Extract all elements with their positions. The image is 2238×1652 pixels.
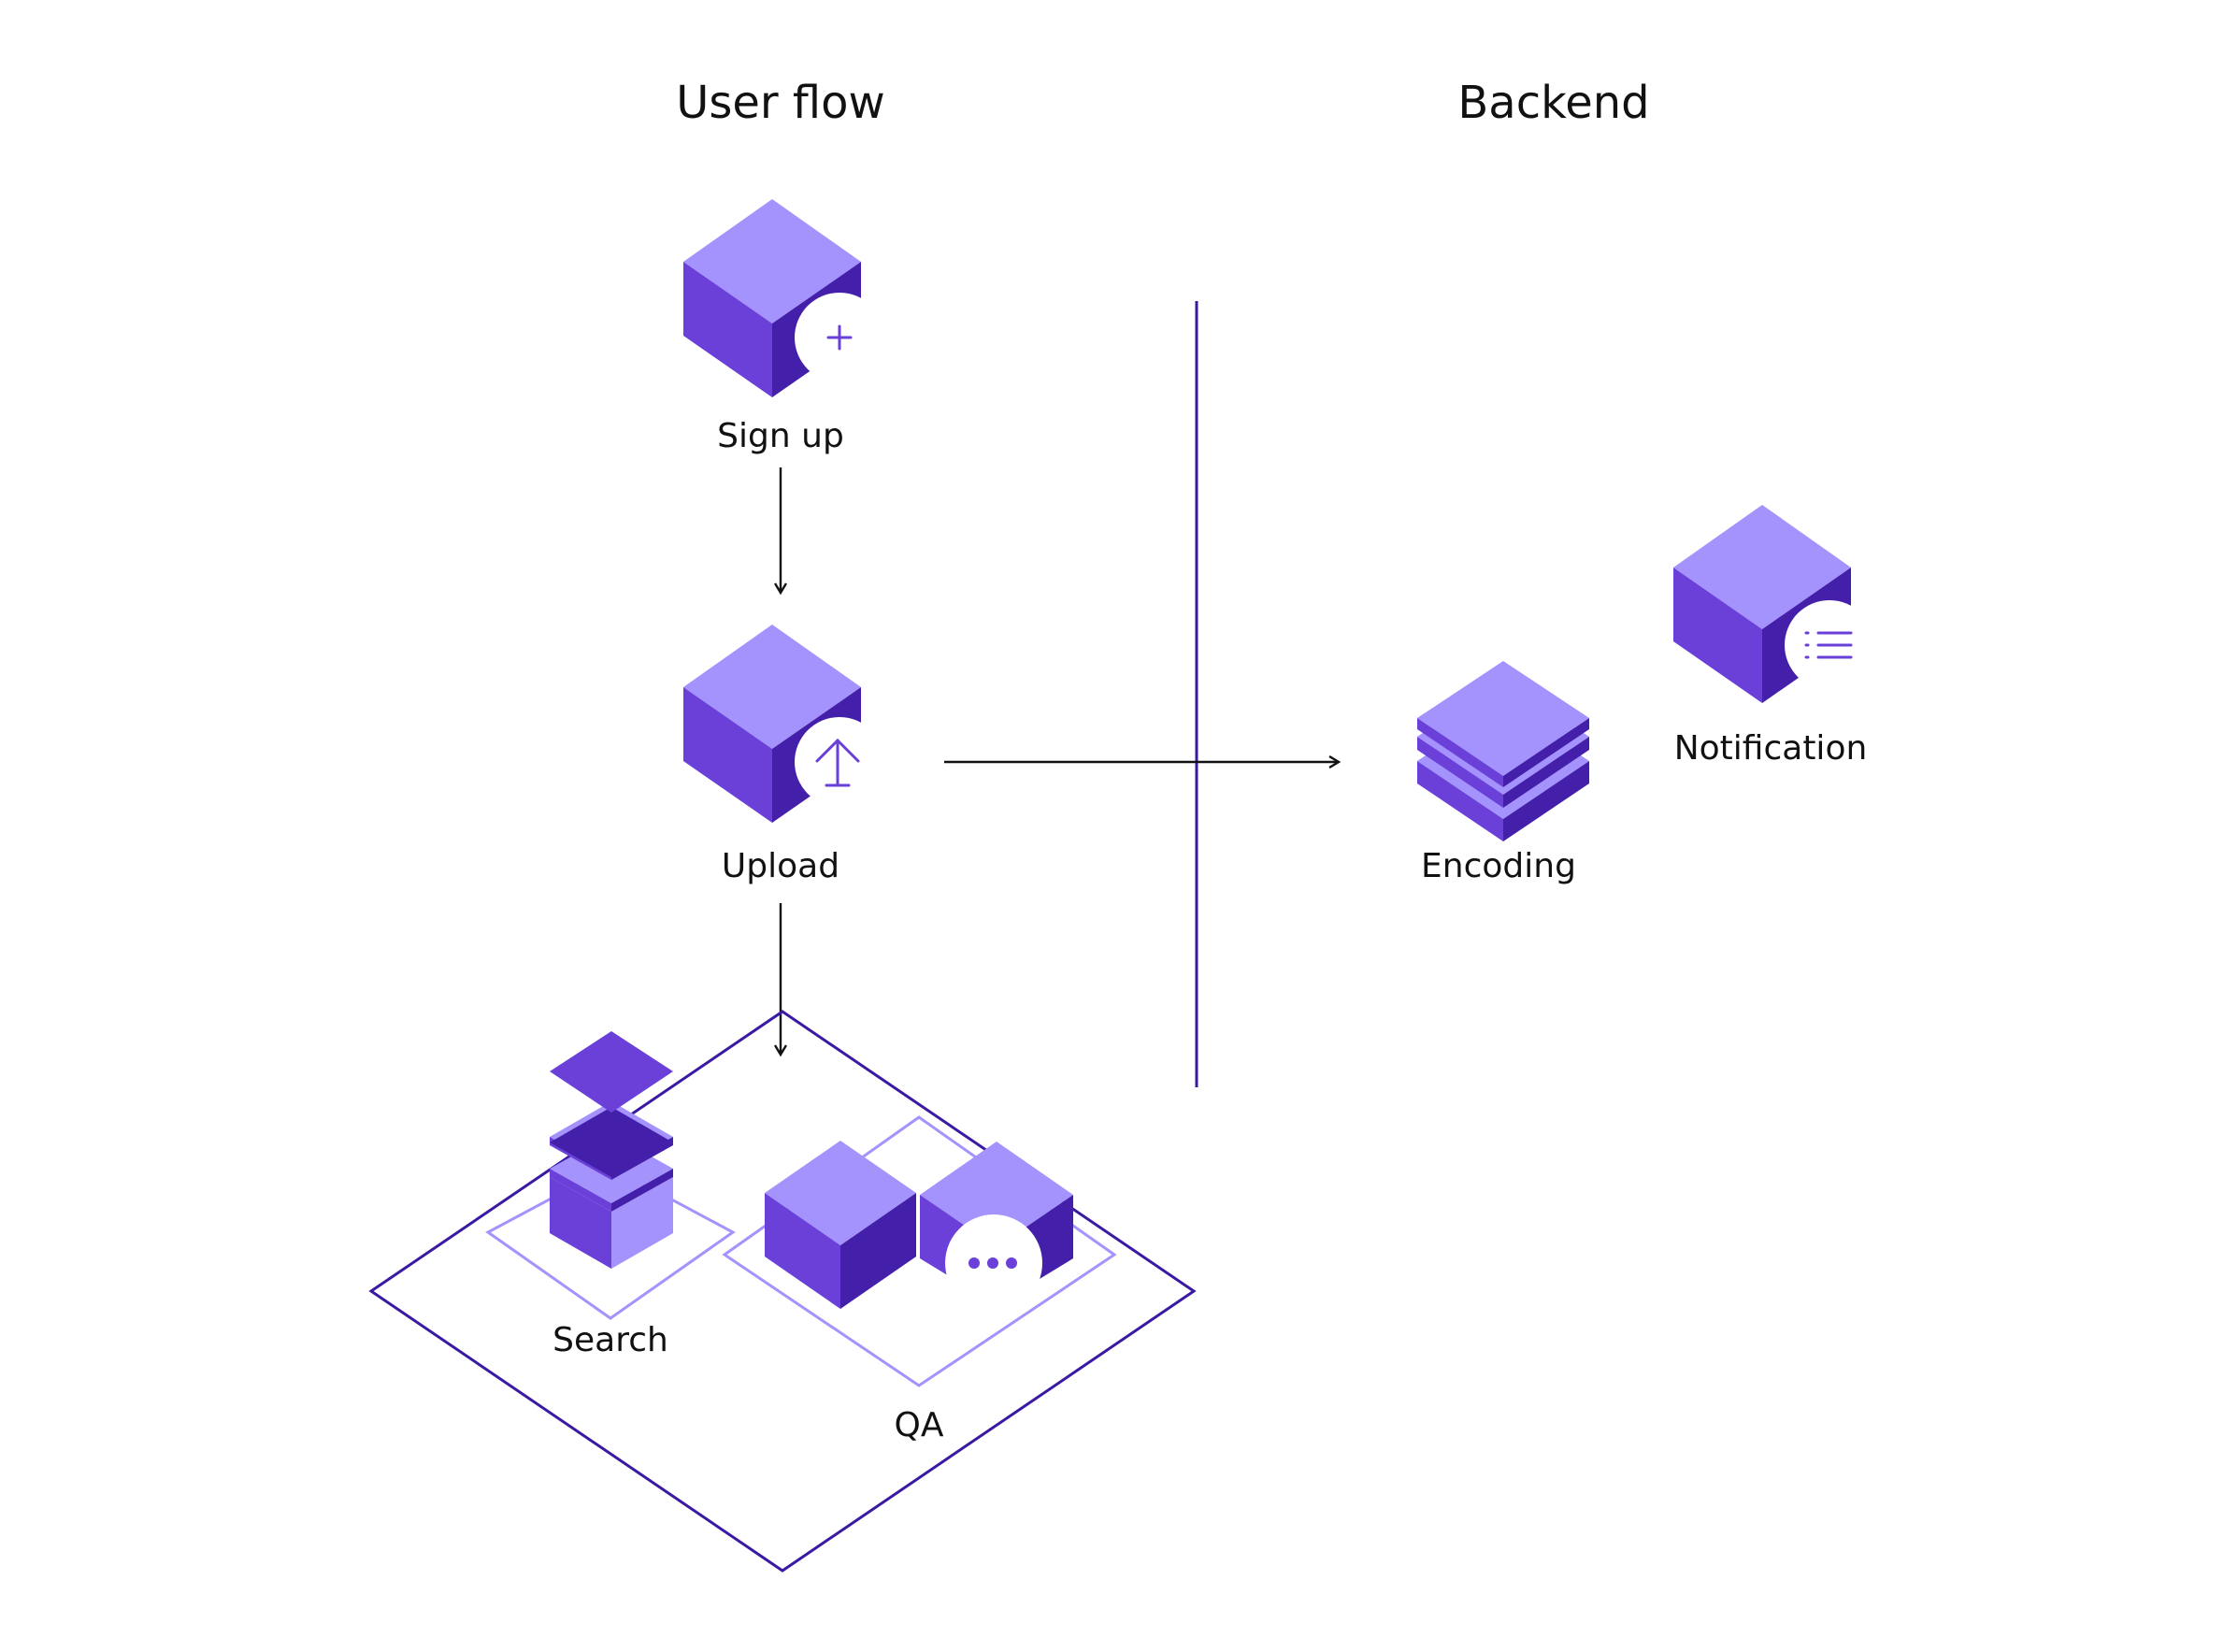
platform-outline bbox=[368, 1010, 1197, 1573]
qa-label: QA bbox=[895, 1406, 944, 1444]
search-node[interactable]: Search bbox=[485, 1031, 736, 1359]
chat-ellipsis-icon bbox=[968, 1257, 1017, 1269]
sign-up-node[interactable]: Sign up bbox=[683, 199, 884, 455]
plus-icon bbox=[826, 324, 853, 351]
upload-badge bbox=[795, 717, 884, 807]
qa-node[interactable]: QA bbox=[722, 1115, 1117, 1444]
layered-stack-icon bbox=[550, 1031, 673, 1269]
encoding-label: Encoding bbox=[1421, 847, 1576, 885]
user-flow-title: User flow bbox=[676, 77, 885, 129]
notification-label: Notification bbox=[1674, 729, 1868, 768]
upload-arrow-icon bbox=[815, 738, 860, 787]
qa-cube-left bbox=[765, 1141, 916, 1309]
layers-icon bbox=[1417, 661, 1589, 841]
encoding-node[interactable]: Encoding bbox=[1417, 661, 1589, 885]
search-base-outline bbox=[485, 1165, 736, 1320]
upload-label: Upload bbox=[722, 847, 839, 885]
list-icon bbox=[1804, 631, 1853, 659]
search-label: Search bbox=[552, 1321, 668, 1359]
notification-node[interactable]: Notification bbox=[1673, 505, 1874, 768]
backend-title: Backend bbox=[1457, 77, 1649, 129]
sign-up-label: Sign up bbox=[717, 417, 844, 455]
upload-node[interactable]: Upload bbox=[683, 625, 884, 885]
